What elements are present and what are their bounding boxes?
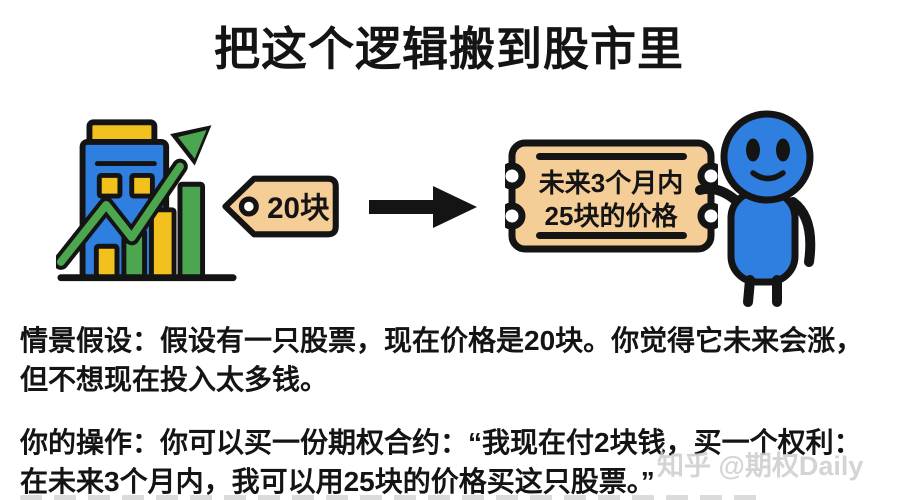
scenario-line-2: 但不想现在投入太多钱。 xyxy=(20,364,329,395)
price-tag-icon: 20块 xyxy=(222,175,339,238)
stock-building-chart-icon xyxy=(56,119,237,282)
ticket-line1: 未来3个月内 xyxy=(539,168,683,198)
right-arrow-icon xyxy=(369,186,477,228)
scenario-paragraph: 情景假设：假设有一只股票，现在价格是20块。你觉得它未来会涨， 但不想现在投入太… xyxy=(20,321,888,399)
cropped-text-strip xyxy=(20,495,760,500)
ticket-line2: 25块的价格 xyxy=(545,201,679,231)
option-ticket-icon: 未来3个月内 25块的价格 xyxy=(505,139,718,253)
action-paragraph: 你的操作：你可以买一份期权合约：“我现在付2块钱，买一个权利： 在未来3个月内，… xyxy=(20,423,888,500)
page-title: 把这个逻辑搬到股市里 xyxy=(214,23,684,75)
action-line-1: 你的操作：你可以买一份期权合约：“我现在付2块钱，买一个权利： xyxy=(20,427,862,458)
price-tag-label: 20块 xyxy=(267,192,330,225)
scenario-line-1: 情景假设：假设有一只股票，现在价格是20块。你觉得它未来会涨， xyxy=(20,325,864,356)
person-icon xyxy=(695,110,816,307)
action-line-2: 在未来3个月内，我可以用25块的价格买这只股票。” xyxy=(20,466,655,497)
zhihu-watermark: 知乎 @期权Daily xyxy=(657,451,864,481)
